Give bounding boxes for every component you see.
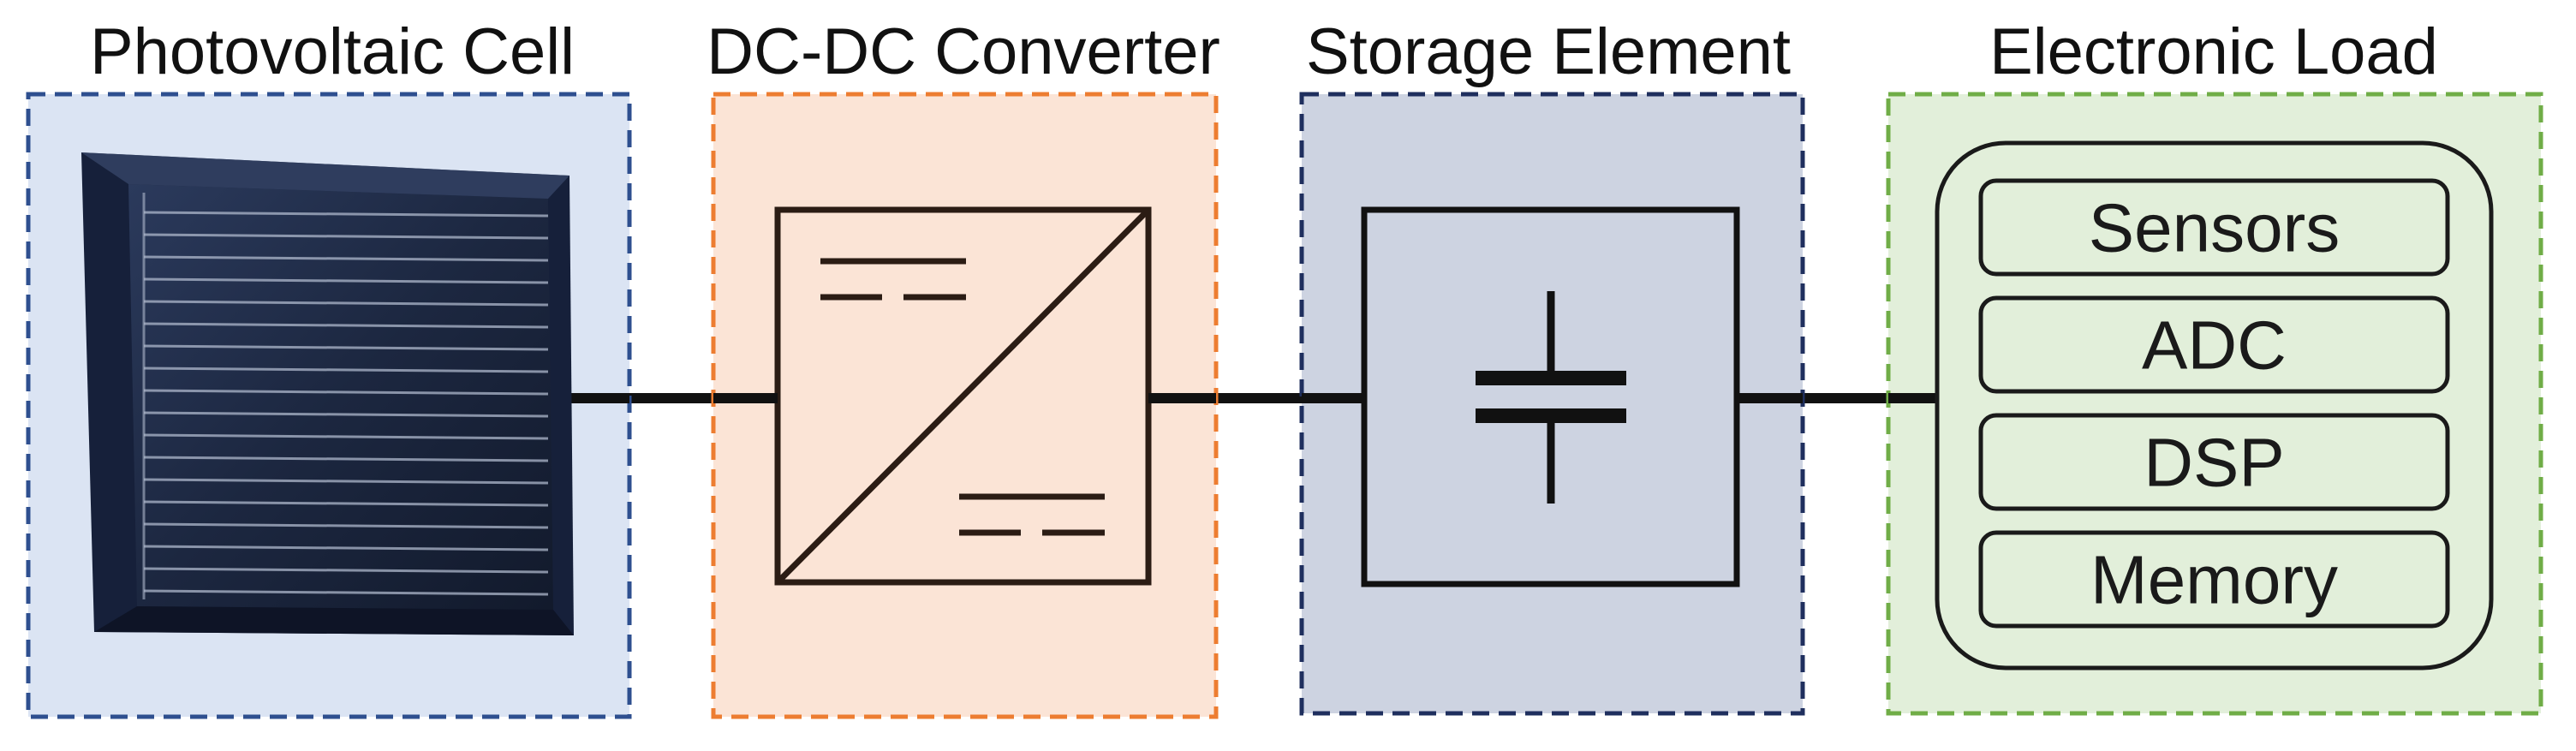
cell-gridline: [143, 411, 549, 418]
load-component-box: [1978, 178, 2450, 277]
load-component-box: [1978, 413, 2450, 511]
solar-panel-icon: [81, 152, 629, 635]
load-title: Electronic Load: [1989, 15, 2438, 88]
cell-gridline: [143, 589, 549, 596]
converter-title: DC-DC Converter: [707, 15, 1220, 88]
load-component-label: Sensors: [2089, 190, 2340, 266]
cell-gridline: [143, 344, 549, 351]
load-component-label: DSP: [2144, 425, 2285, 501]
pv-stage: Photovoltaic Cell: [26, 15, 632, 719]
cell-gridline: [143, 389, 549, 396]
cell-gridline: [143, 233, 549, 240]
cell-gridline: [143, 322, 549, 329]
load-component-box: [1978, 295, 2450, 394]
load-component-dsp: DSP: [1978, 413, 2450, 511]
capacitor-icon: [1361, 206, 1740, 587]
converter-box: [711, 92, 1219, 719]
load-component-sensors: Sensors: [1978, 178, 2450, 277]
cell-gridline: [143, 545, 549, 551]
cell-gridline: [143, 300, 549, 307]
cell-gridline: [143, 211, 549, 218]
load-component-label: Memory: [2090, 542, 2338, 618]
cell-gridline: [143, 567, 549, 574]
load-component-adc: ADC: [1978, 295, 2450, 394]
storage-box: [1299, 92, 1805, 716]
cell-gridline: [143, 478, 549, 485]
converter-stage: DC-DC Converter: [707, 15, 1220, 719]
cell-gridline: [143, 367, 549, 373]
cell-gridline: [143, 500, 549, 507]
cell-gridline: [143, 456, 549, 462]
pv-title: Photovoltaic Cell: [90, 15, 575, 88]
load-component-box: [1978, 530, 2450, 629]
cell-gridline: [143, 277, 549, 284]
storage-title: Storage Element: [1306, 15, 1791, 88]
cell-gridline: [143, 255, 549, 262]
load-component-memory: Memory: [1978, 530, 2450, 629]
storage-stage: Storage Element: [1299, 15, 1805, 716]
cell-gridline: [143, 433, 549, 440]
load-component-label: ADC: [2142, 307, 2287, 384]
cell-gridline: [143, 522, 549, 529]
